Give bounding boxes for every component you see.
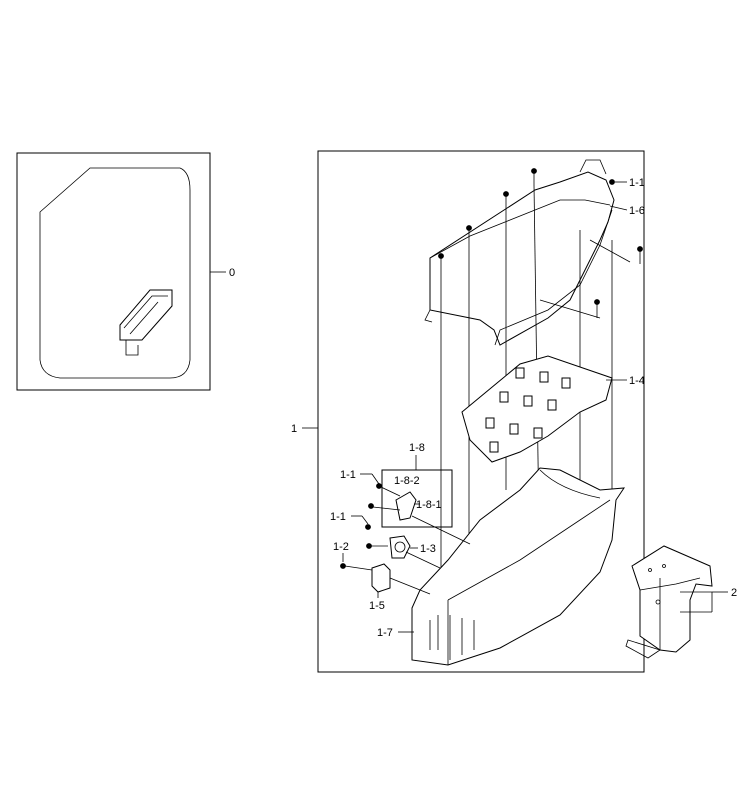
callout-1-2: 1-2 — [333, 541, 349, 553]
thermal-fuse-1-3 — [389, 535, 411, 559]
heater-coil-terminals — [485, 367, 571, 453]
callout-1-3: 1-3 — [420, 543, 436, 555]
callout-1-8: 1-8 — [409, 442, 425, 454]
callout-2: 2 — [731, 587, 737, 599]
thermostat-1-8-1 — [395, 491, 417, 521]
screw-1-1-mid — [376, 483, 382, 489]
callout-1-6: 1-6 — [629, 205, 645, 217]
callout-0: 0 — [229, 267, 235, 279]
mounting-bracket — [631, 545, 713, 653]
callout-1-1-mid: 1-1 — [340, 469, 356, 481]
inset-frame — [16, 152, 211, 391]
thermostat-group-box — [381, 469, 453, 528]
leader-1-6 — [609, 205, 628, 211]
callout-1-7: 1-7 — [377, 627, 393, 639]
dryer-cabinet-outline — [39, 167, 191, 379]
screw-1-1-low — [365, 524, 371, 530]
callout-1-1-low: 1-1 — [330, 511, 346, 523]
callout-1-4: 1-4 — [629, 375, 645, 387]
heater-housing-pan — [411, 467, 625, 666]
callout-1-1-top: 1-1 — [629, 177, 645, 189]
sensor-1-5 — [371, 563, 391, 593]
callout-1-5: 1-5 — [369, 600, 385, 612]
screw-1-3 — [366, 543, 372, 549]
heater-duct-cover — [429, 171, 615, 346]
callout-1-8-1: 1-8-1 — [416, 499, 442, 511]
screw-group — [368, 503, 374, 509]
heater-element-plate — [461, 355, 613, 463]
main-frame — [317, 150, 645, 673]
screw-1-2 — [340, 563, 346, 569]
heater-assembly-small — [119, 289, 173, 341]
main-assembly-1: 1 1-1 1-6 — [291, 150, 645, 673]
screws-top — [438, 168, 643, 318]
callout-1-8-2: 1-8-2 — [394, 475, 420, 487]
inset-assembly-0: 0 — [16, 152, 235, 391]
callout-1: 1 — [291, 423, 297, 435]
bracket-assembly-2: 2 — [625, 545, 737, 659]
